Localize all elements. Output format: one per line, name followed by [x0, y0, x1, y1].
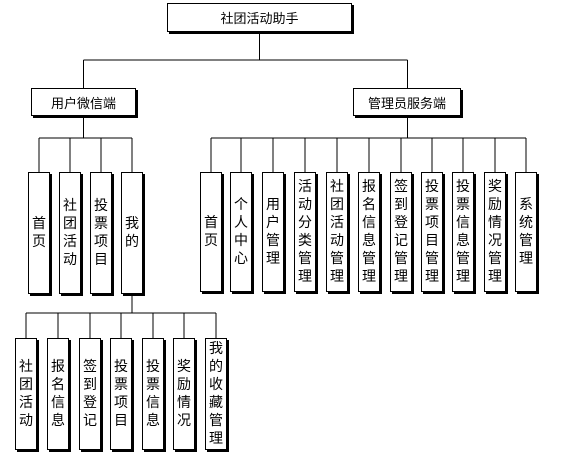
user-module-3: 我的 [121, 172, 143, 294]
user-module-1: 社团活动 [59, 172, 81, 294]
admin-server-node: 管理员服务端 [353, 88, 461, 116]
admin-module-3: 活动分类管理 [294, 172, 316, 292]
user-module-0: 首页 [28, 172, 50, 294]
admin-module-2: 用户管理 [262, 172, 284, 292]
admin-server-label: 管理员服务端 [367, 96, 446, 112]
admin-module-10: 系统管理 [515, 172, 537, 292]
mine-module-6: 我的收藏管理 [205, 338, 227, 450]
mine-module-1: 报名信息 [47, 338, 69, 450]
user-module-2: 投票项目 [90, 172, 112, 294]
admin-module-7: 投票项目管理 [421, 172, 443, 292]
mine-module-0: 社团活动 [15, 338, 37, 450]
admin-module-1: 个人中心 [230, 172, 252, 292]
admin-module-6: 签到登记管理 [390, 172, 412, 292]
mine-module-3: 投票项目 [110, 338, 132, 450]
admin-module-4: 社团活动管理 [326, 172, 348, 292]
admin-module-9: 奖励情况管理 [484, 172, 506, 292]
admin-module-5: 报名信息管理 [358, 172, 380, 292]
admin-module-8: 投票信息管理 [452, 172, 474, 292]
mine-module-5: 奖励情况 [173, 338, 195, 450]
mine-module-2: 签到登记 [79, 338, 101, 450]
user-wechat-node: 用户微信端 [31, 88, 136, 116]
root-label: 社团活动助手 [220, 12, 299, 27]
mine-module-4: 投票信息 [142, 338, 164, 450]
user-wechat-label: 用户微信端 [50, 96, 116, 112]
root-node: 社团活动助手 [167, 3, 352, 32]
admin-module-0: 首页 [200, 172, 222, 292]
